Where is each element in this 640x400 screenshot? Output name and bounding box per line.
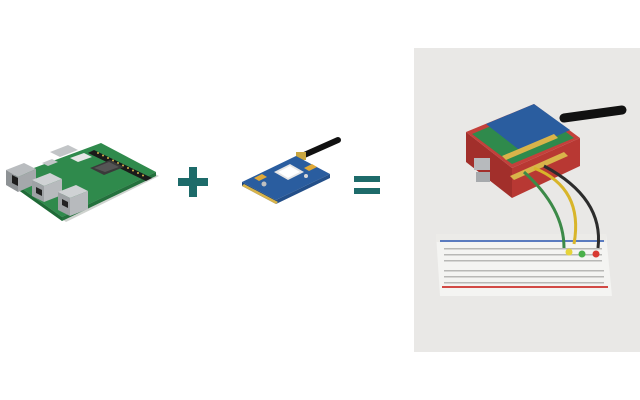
assembled-project-photo bbox=[414, 48, 640, 352]
raspberry-pi-board-image bbox=[6, 143, 159, 222]
equals-icon bbox=[354, 176, 380, 194]
gsm-hat-module-image bbox=[242, 137, 341, 204]
plus-icon bbox=[178, 167, 208, 197]
